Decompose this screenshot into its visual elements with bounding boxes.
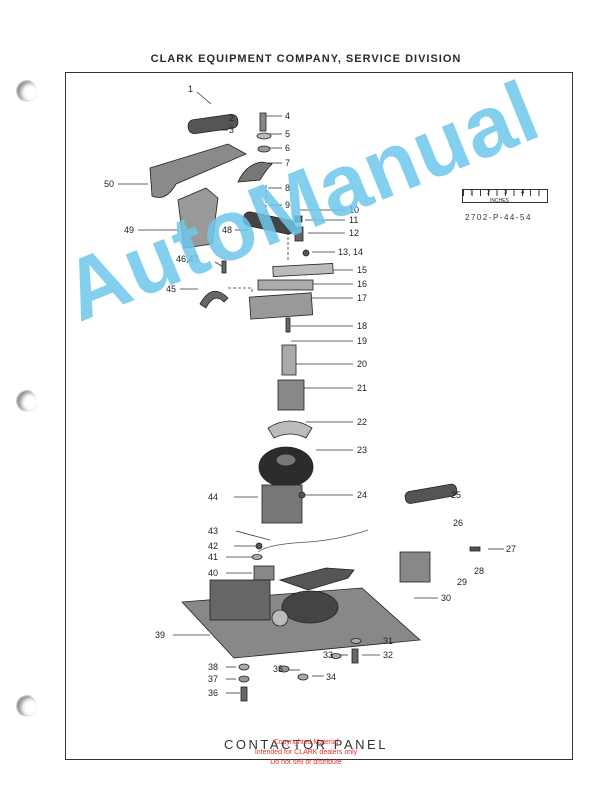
callout-34: 34	[326, 672, 336, 682]
callout-4: 4	[285, 111, 290, 121]
page-header: CLARK EQUIPMENT COMPANY, SERVICE DIVISIO…	[150, 53, 462, 65]
callout-27: 27	[506, 544, 516, 554]
callout-37: 37	[208, 674, 218, 684]
copyright-line-2: Intended for CLARK dealers only	[254, 749, 358, 756]
copyright-line-1: Copyrighted Material	[273, 739, 339, 746]
callout-7: 7	[285, 158, 290, 168]
callout-31: 31	[383, 636, 393, 646]
callout-42: 42	[208, 541, 218, 551]
callout-50: 50	[104, 179, 114, 189]
scale-unit: INCHES	[490, 198, 509, 204]
callout-16: 16	[357, 279, 367, 289]
callout-1: 1	[188, 84, 193, 94]
callout-11: 11	[349, 215, 358, 225]
callout-10: 10	[349, 205, 359, 215]
callout-12: 12	[349, 228, 359, 238]
callout-41: 41	[208, 552, 218, 562]
callout-43: 43	[208, 526, 218, 536]
callout-35: 35	[273, 664, 283, 674]
callout-44: 44	[208, 492, 218, 502]
callout-33: 33	[323, 650, 333, 660]
figure-part-number: 2702-P-44-54	[465, 213, 532, 222]
callout-9: 9	[285, 200, 290, 210]
callout-6: 6	[285, 143, 290, 153]
callout-23: 23	[357, 445, 367, 455]
callout-28: 28	[474, 566, 484, 576]
callout-labels: 1 2 3 4 5 6 7 8 9 10 11 12 13, 14 15 16 …	[104, 84, 516, 698]
callout-45: 45	[166, 284, 176, 294]
figure-frame	[65, 72, 573, 760]
callout-22: 22	[357, 417, 367, 427]
callout-20: 20	[357, 359, 367, 369]
callout-40: 40	[208, 568, 218, 578]
callout-21: 21	[357, 383, 367, 393]
callout-17: 17	[357, 293, 367, 303]
callout-15: 15	[357, 265, 367, 275]
callout-24: 24	[357, 490, 367, 500]
callout-19: 19	[357, 336, 367, 346]
callout-2: 2	[229, 113, 234, 123]
inch-scale	[462, 189, 548, 203]
callout-48: 48	[222, 225, 232, 235]
callout-38: 38	[208, 662, 218, 672]
part-drawings	[149, 112, 481, 702]
callout-32: 32	[383, 650, 393, 660]
callout-29: 29	[457, 577, 467, 587]
callout-5: 5	[285, 129, 290, 139]
callout-49: 49	[124, 225, 134, 235]
callout-46-47: 46,47	[176, 254, 199, 264]
figure-title: CONTACTOR PANEL	[224, 737, 388, 752]
callout-39: 39	[155, 630, 165, 640]
callout-36: 36	[208, 688, 218, 698]
callout-25: 25	[451, 490, 461, 500]
callout-26: 26	[453, 518, 463, 528]
scale-numbers: 1 2 3 4	[470, 190, 531, 196]
callout-8: 8	[285, 183, 290, 193]
copyright-line-3: Do not sell or distribute	[270, 759, 342, 766]
callout-18: 18	[357, 321, 367, 331]
callout-13-14: 13, 14	[338, 247, 363, 257]
callout-30: 30	[441, 593, 451, 603]
callout-3: 3	[229, 125, 234, 135]
